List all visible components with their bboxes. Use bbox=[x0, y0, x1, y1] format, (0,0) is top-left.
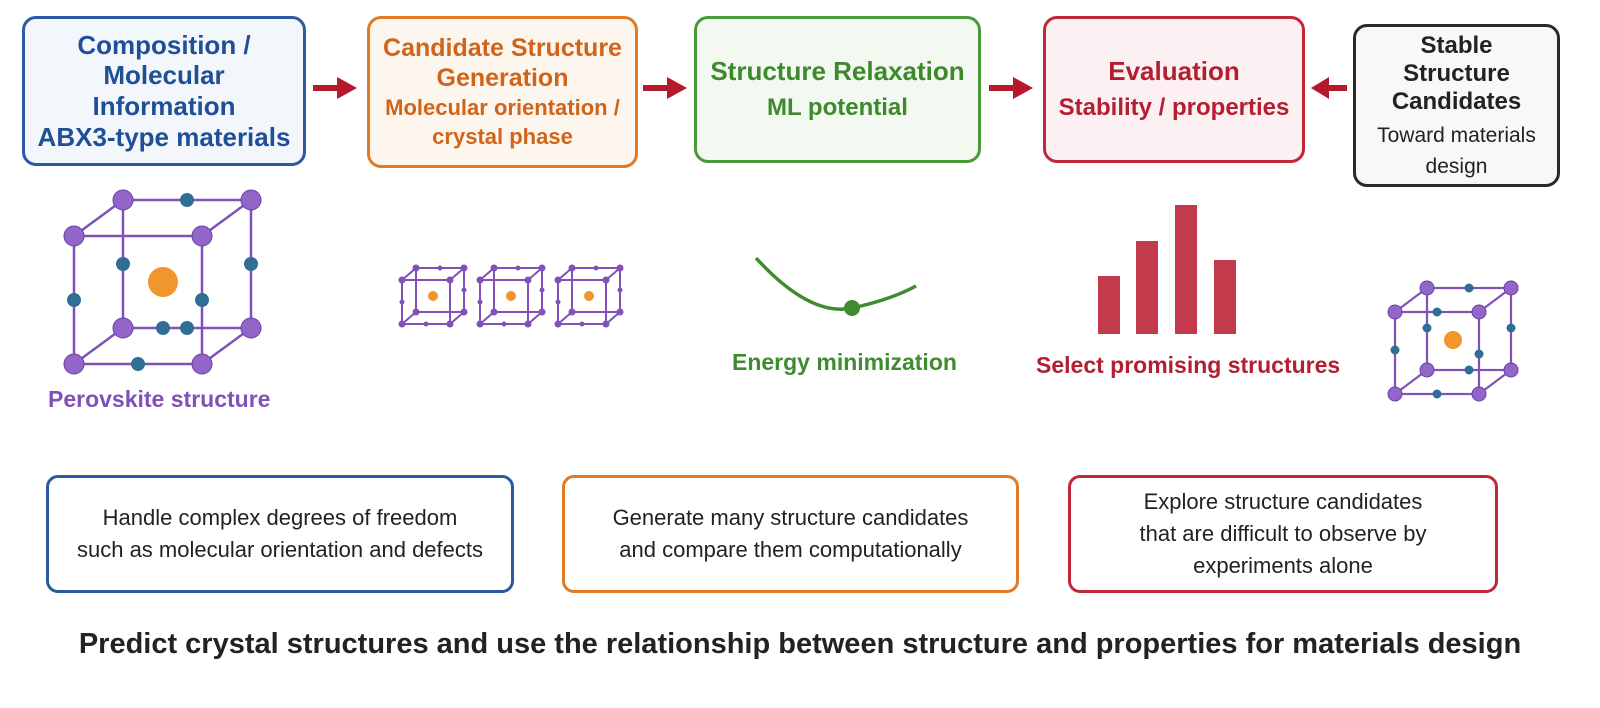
stable-cube-icon bbox=[1387, 280, 1519, 402]
note-degrees-of-freedom: Handle complex degrees of freedom such a… bbox=[46, 475, 514, 593]
footer-summary: Predict crystal structures and use the r… bbox=[78, 628, 1522, 660]
step-title: Evaluation bbox=[1108, 55, 1240, 86]
step-generation-box: Candidate Structure Generation Molecular… bbox=[367, 16, 638, 168]
step-subtitle: ML potential bbox=[767, 94, 908, 122]
step-title: Candidates bbox=[1391, 88, 1522, 116]
note-line: Handle complex degrees of freedom bbox=[102, 505, 458, 531]
bar-chart-icon bbox=[1098, 205, 1236, 334]
step-subtitle: Toward materials bbox=[1377, 123, 1536, 147]
step-relaxation-box: Structure Relaxation ML potential bbox=[694, 16, 981, 163]
note-line: Generate many structure candidates bbox=[612, 505, 969, 531]
arrow-right-icon bbox=[989, 77, 1033, 99]
select-structures-label: Select promising structures bbox=[1036, 352, 1341, 378]
note-line: Explore structure candidates bbox=[1143, 489, 1423, 515]
step-title: Structure Relaxation bbox=[710, 55, 965, 86]
note-generate-candidates: Generate many structure candidates and c… bbox=[562, 475, 1019, 593]
step-subtitle: design bbox=[1425, 154, 1488, 178]
energy-curve-icon bbox=[754, 256, 917, 316]
energy-minimization-label: Energy minimization bbox=[732, 349, 957, 375]
step-subtitle: Stability / properties bbox=[1058, 94, 1290, 122]
arrow-left-icon bbox=[1311, 77, 1347, 99]
step-title: Generation bbox=[436, 63, 569, 92]
note-line: that are difficult to observe by bbox=[1139, 521, 1427, 547]
arrow-right-icon bbox=[313, 77, 357, 99]
note-line: such as molecular orientation and defect… bbox=[76, 537, 483, 562]
perovskite-cube-icon bbox=[63, 189, 262, 375]
step-composition-box: Composition / Molecular Information ABX3… bbox=[22, 16, 306, 166]
note-line: experiments alone bbox=[1193, 552, 1373, 578]
step-title: Stable Structure bbox=[1403, 31, 1510, 88]
step-title: Composition / bbox=[77, 29, 251, 60]
small-cube-icon bbox=[554, 264, 624, 328]
step-subtitle: Molecular orientation / bbox=[385, 95, 620, 121]
arrow-right-icon bbox=[643, 77, 687, 99]
perovskite-label: Perovskite structure bbox=[48, 386, 271, 412]
note-line: and compare them computationally bbox=[619, 537, 962, 562]
step-title: Candidate Structure bbox=[383, 34, 622, 63]
small-cube-icon bbox=[398, 264, 468, 328]
step-title: ABX3-type materials bbox=[37, 121, 291, 152]
step-title: Molecular Information bbox=[92, 60, 236, 121]
step-subtitle: crystal phase bbox=[432, 123, 573, 149]
note-explore-candidates: Explore structure candidates that are di… bbox=[1068, 475, 1498, 593]
small-cube-icon bbox=[476, 264, 546, 328]
step-evaluation-box: Evaluation Stability / properties bbox=[1043, 16, 1305, 163]
step-stable-candidates-box: Stable Structure Candidates Toward mater… bbox=[1353, 24, 1560, 187]
